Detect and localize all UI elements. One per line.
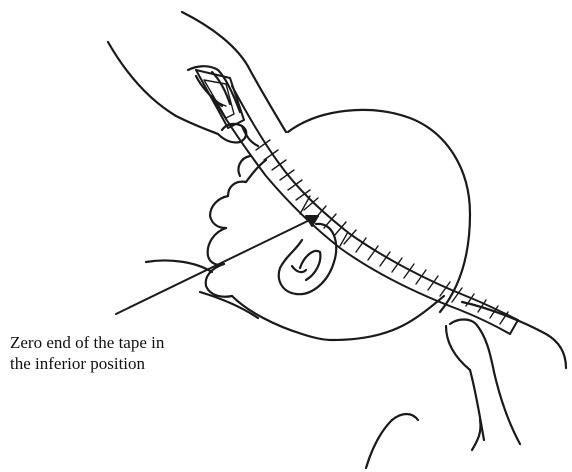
face-profile (206, 156, 250, 297)
ear (279, 224, 336, 294)
head-outline (246, 110, 470, 340)
callout-label-line-1: Zero end of the tape in (10, 332, 250, 353)
lower-hand (446, 302, 566, 444)
callout-label: Zero end of the tape in the inferior pos… (10, 332, 250, 374)
callout-label-line-2: the inferior position (10, 353, 250, 374)
callout-arrow (116, 216, 318, 314)
upper-hand (108, 12, 286, 146)
